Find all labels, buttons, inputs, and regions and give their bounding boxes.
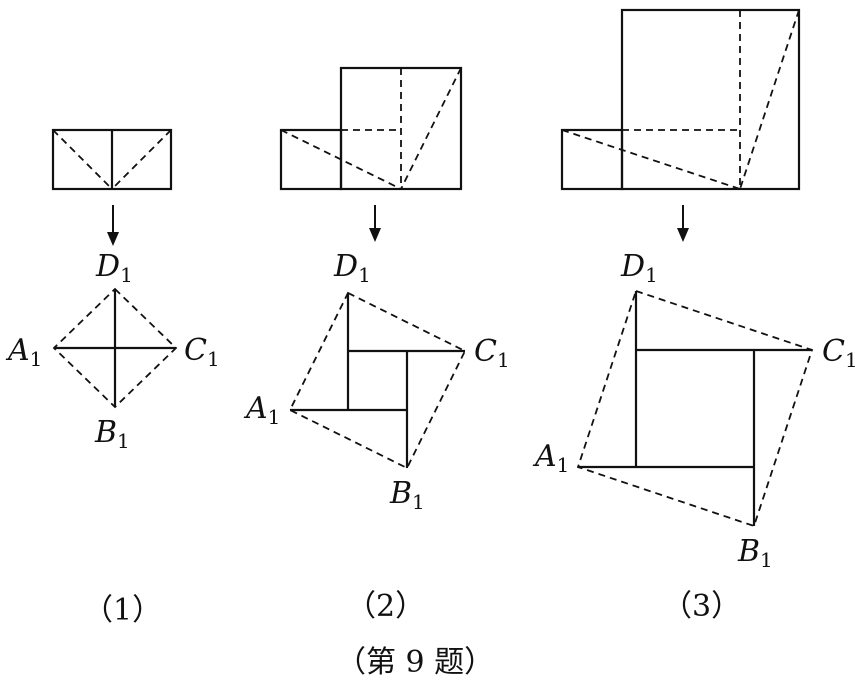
panel-2-small-rectangle xyxy=(279,128,343,191)
panel-2-dashed-square xyxy=(288,291,467,470)
panel-2-label-a: A1 xyxy=(243,391,280,429)
panel-3-fold-diagonal-left xyxy=(561,129,741,190)
panel-2-label-c: C1 xyxy=(474,334,510,372)
panel-3: D1 A1 C1 B1 （3） xyxy=(532,8,855,624)
panel-3-label: （3） xyxy=(662,589,741,624)
panel-3-arrow xyxy=(677,205,689,242)
panel-3-label-a: A1 xyxy=(532,439,569,477)
panel-1-fold-right xyxy=(111,129,172,190)
panel-1-label: （1） xyxy=(83,593,162,628)
panel-2-arrow-head xyxy=(369,228,381,242)
panel-2-label-d: D1 xyxy=(333,249,371,287)
panel-3-fold-diagonal-right xyxy=(739,9,800,190)
panel-3-label-d: D1 xyxy=(620,249,658,287)
panel-2-label-b: B1 xyxy=(389,476,425,514)
panel-2-fold-diagonal-left xyxy=(280,129,402,190)
panel-1-label-d: D1 xyxy=(95,249,133,287)
panel-1-label-a: A1 xyxy=(5,333,42,371)
panel-2-square xyxy=(288,291,467,470)
panel-1-label-b: B1 xyxy=(94,415,130,453)
panel-3-label-c: C1 xyxy=(822,334,855,372)
panel-3-small-rectangle xyxy=(560,128,624,191)
panel-1-label-c: C1 xyxy=(184,333,220,371)
panel-3-arrow-head xyxy=(677,228,689,242)
figure-caption: （第 9 题） xyxy=(336,645,494,680)
panel-2-net xyxy=(279,66,463,191)
panel-3-dashed-square xyxy=(576,289,814,528)
panel-1: D1 A1 C1 B1 （1） xyxy=(5,128,220,628)
panel-3-square xyxy=(576,289,814,528)
panel-1-net xyxy=(51,128,173,191)
panel-1-square xyxy=(52,287,178,409)
panel-1-arrow-head xyxy=(107,232,119,246)
panel-2-arrow xyxy=(369,205,381,242)
panel-1-fold-left xyxy=(52,129,113,190)
panel-2-label: （2） xyxy=(346,589,425,624)
panel-2: D1 A1 C1 B1 （2） xyxy=(243,66,510,624)
panel-3-label-b: B1 xyxy=(737,534,773,572)
panel-3-large-rectangle xyxy=(620,8,801,191)
panel-1-arrow xyxy=(107,205,119,246)
panel-2-fold-diagonal-right xyxy=(400,67,462,190)
panel-3-net xyxy=(560,8,801,191)
